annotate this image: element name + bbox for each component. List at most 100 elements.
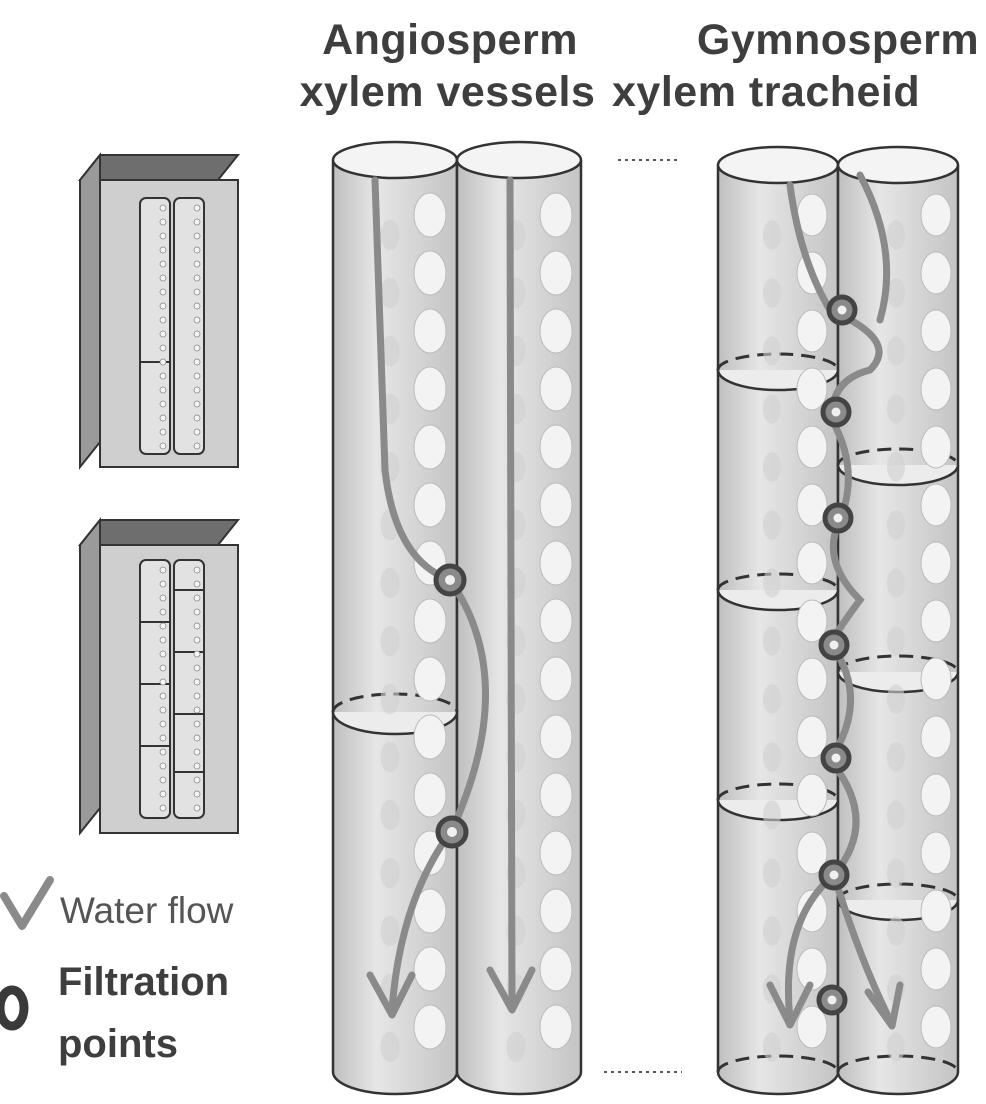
pit-dot bbox=[193, 776, 201, 784]
pit-dot bbox=[193, 636, 201, 644]
pit bbox=[413, 482, 447, 528]
pit-dot bbox=[193, 678, 201, 686]
pit bbox=[539, 192, 573, 238]
pit-shadow bbox=[887, 1032, 905, 1062]
pit-dot bbox=[159, 664, 167, 672]
pit-shadow bbox=[763, 510, 781, 540]
pit-dot bbox=[193, 706, 201, 714]
pit-shadow bbox=[887, 916, 905, 946]
pit-shadow bbox=[380, 741, 400, 773]
pit-dot bbox=[159, 330, 167, 338]
pit-dot bbox=[193, 790, 201, 798]
pit-dot bbox=[193, 720, 201, 728]
pit-dot bbox=[193, 302, 201, 310]
arrow-down-icon bbox=[0, 876, 54, 930]
filtration-point bbox=[820, 396, 852, 428]
pit-dot bbox=[193, 386, 201, 394]
pit-dot bbox=[193, 358, 201, 366]
pit-dot bbox=[193, 330, 201, 338]
pit-dot bbox=[193, 218, 201, 226]
pit bbox=[796, 599, 828, 643]
pit bbox=[413, 656, 447, 702]
pit-dot bbox=[159, 232, 167, 240]
pit-dot bbox=[193, 414, 201, 422]
gymnosperm-title-line1: Gymnosperm bbox=[696, 16, 980, 64]
pit-dot bbox=[159, 608, 167, 616]
pit-dot bbox=[159, 650, 167, 658]
pit bbox=[539, 482, 573, 528]
pit-dot bbox=[159, 776, 167, 784]
pit bbox=[539, 888, 573, 934]
pit-shadow bbox=[887, 684, 905, 714]
pit-dot bbox=[159, 372, 167, 380]
pit-dot bbox=[159, 566, 167, 574]
pit bbox=[796, 715, 828, 759]
gymnosperm-title-line2: xylem tracheid bbox=[612, 68, 921, 116]
pit bbox=[413, 772, 447, 818]
pit-shadow bbox=[380, 799, 400, 831]
pit bbox=[413, 366, 447, 412]
ring-icon bbox=[0, 985, 29, 1031]
pit bbox=[539, 946, 573, 992]
pit-dot bbox=[193, 428, 201, 436]
pit bbox=[920, 657, 952, 701]
filtration-point bbox=[816, 984, 848, 1016]
pit bbox=[539, 250, 573, 296]
pit bbox=[920, 251, 952, 295]
pit-shadow bbox=[763, 220, 781, 250]
pit-shadow bbox=[887, 278, 905, 308]
pit-shadow bbox=[763, 800, 781, 830]
pit bbox=[796, 309, 828, 353]
pit-dot bbox=[193, 372, 201, 380]
pit-shadow bbox=[887, 626, 905, 656]
pit-dot bbox=[159, 442, 167, 450]
pit-dot bbox=[193, 664, 201, 672]
filtration-point bbox=[433, 563, 467, 597]
pit bbox=[539, 1004, 573, 1050]
angiosperm-title-line1: Angiosperm bbox=[322, 16, 578, 64]
pit-dot bbox=[159, 692, 167, 700]
pit-dot bbox=[159, 218, 167, 226]
pit-shadow bbox=[887, 858, 905, 888]
pit bbox=[539, 598, 573, 644]
filtration-point bbox=[820, 742, 852, 774]
pit bbox=[796, 831, 828, 875]
pit-dot bbox=[159, 288, 167, 296]
pit bbox=[413, 830, 447, 876]
pit-shadow bbox=[506, 1031, 526, 1063]
angiosperm-title-line2: xylem vessels bbox=[299, 68, 596, 116]
pit-dot bbox=[159, 428, 167, 436]
pit bbox=[796, 541, 828, 585]
pit-shadow bbox=[763, 394, 781, 424]
pit-shadow bbox=[380, 335, 400, 367]
pit-dot bbox=[193, 274, 201, 282]
pit-shadow bbox=[763, 858, 781, 888]
pit-dot bbox=[193, 260, 201, 268]
tracheid-end-wall bbox=[836, 882, 960, 901]
pit-dot bbox=[193, 232, 201, 240]
pit-dot bbox=[159, 302, 167, 310]
pit-dot bbox=[159, 720, 167, 728]
pit-dot bbox=[193, 344, 201, 352]
pit bbox=[920, 541, 952, 585]
gymnosperm-tracheid-stack bbox=[716, 145, 960, 1096]
pit-dot bbox=[193, 288, 201, 296]
pit bbox=[796, 425, 828, 469]
pit bbox=[920, 599, 952, 643]
pit-shadow bbox=[380, 683, 400, 715]
pit-dot bbox=[193, 566, 201, 574]
pit bbox=[796, 889, 828, 933]
pit bbox=[796, 483, 828, 527]
pit bbox=[796, 773, 828, 817]
pit-shadow bbox=[380, 625, 400, 657]
pit bbox=[920, 1005, 952, 1049]
pit bbox=[539, 424, 573, 470]
pit-dot bbox=[159, 400, 167, 408]
pit bbox=[796, 1005, 828, 1049]
gymnosperm-title: Gymnosperm xylem tracheid bbox=[612, 14, 986, 118]
pit-shadow bbox=[763, 452, 781, 482]
angiosperm-vessel-pair bbox=[331, 140, 583, 1096]
tracheid-end-wall bbox=[716, 782, 840, 801]
